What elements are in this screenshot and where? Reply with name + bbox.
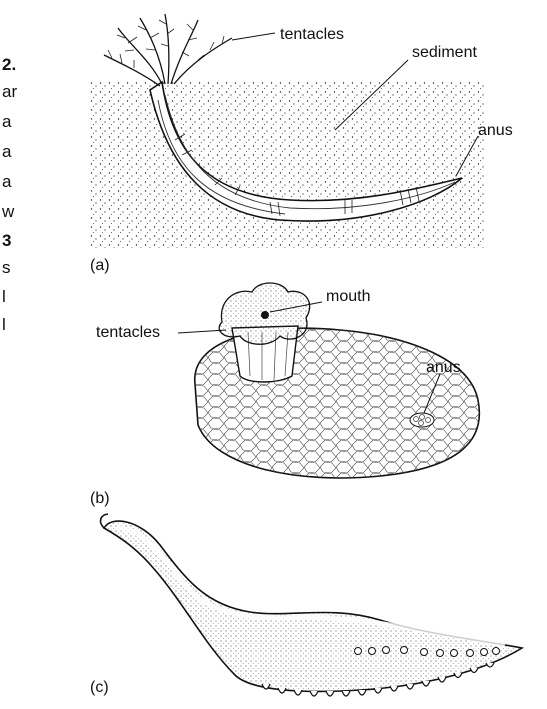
tentacle-crown bbox=[104, 14, 232, 86]
sediment-block bbox=[90, 80, 486, 248]
label-sediment: sediment bbox=[412, 44, 477, 61]
label-tentacles-b: tentacles bbox=[96, 324, 160, 341]
tentacle-branches bbox=[108, 20, 224, 68]
panel-b: mouth tentacles anus (b) bbox=[90, 283, 479, 507]
label-mouth: mouth bbox=[326, 288, 370, 305]
panel-label-b: (b) bbox=[90, 490, 110, 507]
panel-a: tentacles sediment anus (a) bbox=[90, 14, 513, 274]
label-anus-a: anus bbox=[478, 122, 513, 139]
worm-body bbox=[104, 521, 522, 691]
margin-text-1: 2. bbox=[2, 55, 16, 74]
margin-text-4: a bbox=[2, 142, 12, 161]
margin-text-7: 3 bbox=[2, 231, 11, 250]
margin-text-9: l bbox=[2, 287, 6, 306]
label-tentacles-a: tentacles bbox=[280, 26, 344, 43]
label-anus-b: anus bbox=[426, 359, 461, 376]
margin-text-2: ar bbox=[2, 82, 17, 101]
margin-text-6: w bbox=[1, 202, 15, 221]
leader-tentacles-a bbox=[232, 33, 275, 40]
margin-text-8: s bbox=[2, 258, 11, 277]
leader-tentacles-b bbox=[178, 330, 226, 333]
cropped-margin-text: 2. ar a a a w 3 s l l bbox=[1, 55, 17, 334]
margin-text-3: a bbox=[2, 112, 12, 131]
panel-c: (c) bbox=[90, 514, 522, 696]
margin-text-5: a bbox=[2, 172, 12, 191]
panel-label-c: (c) bbox=[90, 679, 109, 696]
margin-text-10: l bbox=[2, 315, 6, 334]
panel-label-a: (a) bbox=[90, 257, 110, 274]
mouth-opening bbox=[261, 311, 269, 319]
